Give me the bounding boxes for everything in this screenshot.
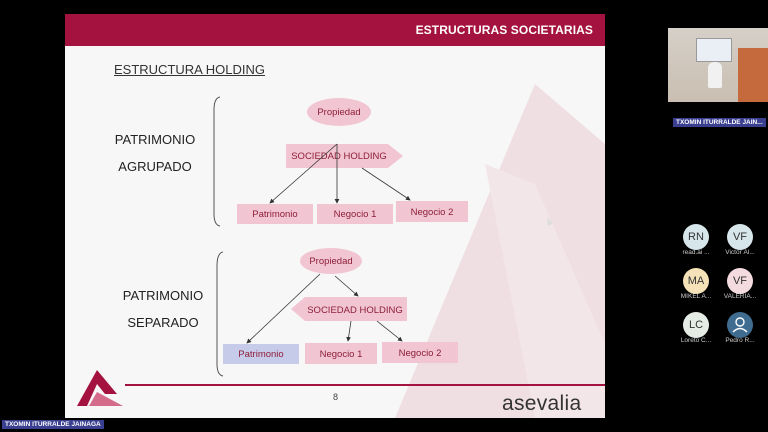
- participant-name: MIKEL A...: [680, 293, 712, 300]
- child-label: Negocio 1: [320, 349, 363, 360]
- child-label: Patrimonio: [252, 209, 297, 220]
- bracket-agrupado: [213, 96, 221, 227]
- child-node: [237, 204, 313, 224]
- avatar-initials: LC: [688, 319, 704, 331]
- holding-node: [286, 144, 403, 168]
- group-label-line2: AGRUPADO: [118, 159, 192, 174]
- avatar-initials: VF: [732, 231, 748, 243]
- participant-name: Loreto C...: [680, 337, 712, 344]
- avatar-initials: MA: [687, 275, 705, 287]
- participant-name: Victor Ál...: [725, 249, 755, 256]
- participant-avatar[interactable]: MA: [683, 268, 709, 294]
- person-icon: [732, 317, 748, 333]
- diagram-agrupado: Propiedad SOCIEDAD HOLDING Patrimonio Ne…: [237, 98, 468, 224]
- brand-wordmark: asevalia: [502, 392, 582, 415]
- bracket-separado: [216, 251, 224, 377]
- avatar-initials: RN: [688, 231, 704, 243]
- group-label-separado: PATRIMONIO SEPARADO: [113, 282, 213, 336]
- asevalia-logo-icon: [77, 370, 123, 406]
- propiedad-label: Propiedad: [309, 256, 352, 267]
- group-label-line2: SEPARADO: [127, 315, 199, 330]
- child-label: Negocio 2: [411, 207, 454, 218]
- participant-avatar[interactable]: LC: [683, 312, 709, 338]
- presentation-slide: ESTRUCTURAS SOCIETARIAS ESTRUCTURA HOLDI…: [65, 14, 605, 418]
- child-node: [317, 204, 393, 224]
- page-number: 8: [333, 392, 339, 402]
- propiedad-label: Propiedad: [317, 107, 360, 118]
- participant-name: VALERIA...: [723, 293, 757, 300]
- child-node-highlighted: [223, 344, 299, 364]
- holding-label: SOCIEDAD HOLDING: [291, 151, 387, 162]
- group-label-line1: PATRIMONIO: [114, 132, 196, 147]
- child-label: Patrimonio: [238, 349, 283, 360]
- slide-header: ESTRUCTURAS SOCIETARIAS: [65, 14, 605, 46]
- group-label-agrupado: PATRIMONIO AGRUPADO: [105, 126, 205, 180]
- avatar-initials: VF: [732, 275, 748, 287]
- footer-divider: [125, 384, 605, 386]
- slide-header-title: ESTRUCTURAS SOCIETARIAS: [415, 23, 593, 37]
- participant-name: read.ai ...: [682, 249, 710, 256]
- active-speaker-name: TXOMIN ITURRALDE JAIN...: [673, 118, 766, 127]
- child-label: Negocio 1: [334, 209, 377, 220]
- participant-name: Pedro R...: [725, 337, 755, 344]
- section-title: ESTRUCTURA HOLDING: [114, 62, 265, 77]
- projector-screen: [696, 38, 732, 62]
- child-node: [396, 201, 468, 222]
- presenter-name-label: TXOMIN ITURRALDE JAINAGA: [2, 420, 104, 429]
- holding-node: [291, 297, 407, 321]
- active-speaker-video[interactable]: [668, 28, 768, 102]
- diagram-separado: Propiedad SOCIEDAD HOLDING Patrimonio Ne…: [223, 248, 458, 364]
- child-node: [382, 342, 458, 363]
- participant-avatar[interactable]: VF: [727, 224, 753, 250]
- participant-avatar[interactable]: RN: [683, 224, 709, 250]
- child-label: Negocio 2: [399, 348, 442, 359]
- propiedad-node: [307, 98, 371, 126]
- background-logo-shape: [395, 84, 605, 418]
- holding-label: SOCIEDAD HOLDING: [307, 305, 403, 316]
- participant-avatar[interactable]: [727, 312, 753, 338]
- group-label-line1: PATRIMONIO: [122, 288, 204, 303]
- speaker-figure: [708, 62, 722, 88]
- child-node: [305, 343, 377, 364]
- participant-avatar[interactable]: VF: [727, 268, 753, 294]
- holding-diagram: Propiedad SOCIEDAD HOLDING Patrimonio Ne…: [213, 96, 468, 377]
- propiedad-node: [300, 248, 362, 274]
